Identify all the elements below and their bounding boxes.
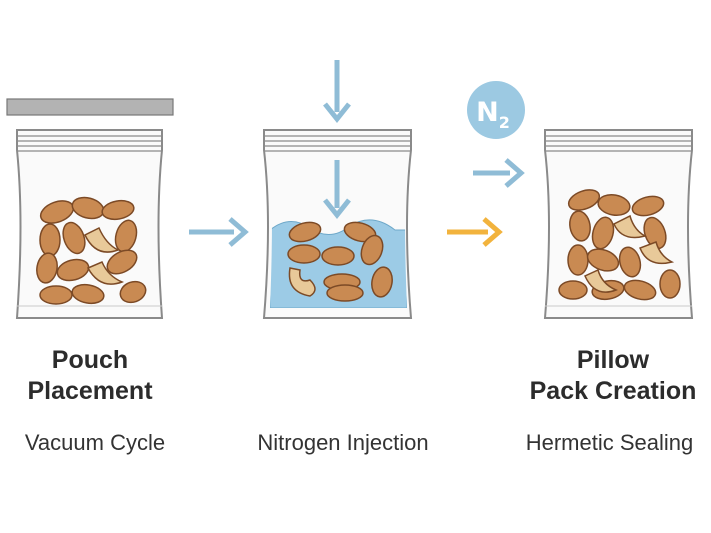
arrow-right-icon <box>447 217 503 247</box>
nitrogen-badge-icon: N2 <box>467 81 525 139</box>
step-1-caption: Vacuum Cycle <box>24 430 166 455</box>
arrow-right-icon <box>473 158 525 188</box>
gas-subscript: 2 <box>499 113 510 132</box>
pouch-icon <box>15 129 164 319</box>
step-3-title: Pillow Pack Creation <box>515 345 711 407</box>
step-3-title-line-2: Pack Creation <box>529 377 697 405</box>
arrow-down-icon <box>323 60 351 124</box>
step-3-caption: Hermetic Sealing <box>525 430 694 455</box>
arrow-right-icon <box>189 217 249 247</box>
svg-text:N2: N2 <box>476 97 510 132</box>
step-1-title-line-2: Placement <box>27 377 153 405</box>
step-3-title-line-1: Pillow <box>576 346 650 374</box>
gas-symbol: N <box>476 97 499 128</box>
step-2-caption: Nitrogen Injection <box>257 430 429 455</box>
pouch-icon <box>543 129 694 319</box>
step-1-title-line-1: Pouch <box>51 346 129 374</box>
step-1-title: Pouch Placement <box>10 345 170 407</box>
lid-bar <box>6 98 174 116</box>
pouch-icon <box>262 129 413 319</box>
arrow-down-icon <box>323 160 351 220</box>
